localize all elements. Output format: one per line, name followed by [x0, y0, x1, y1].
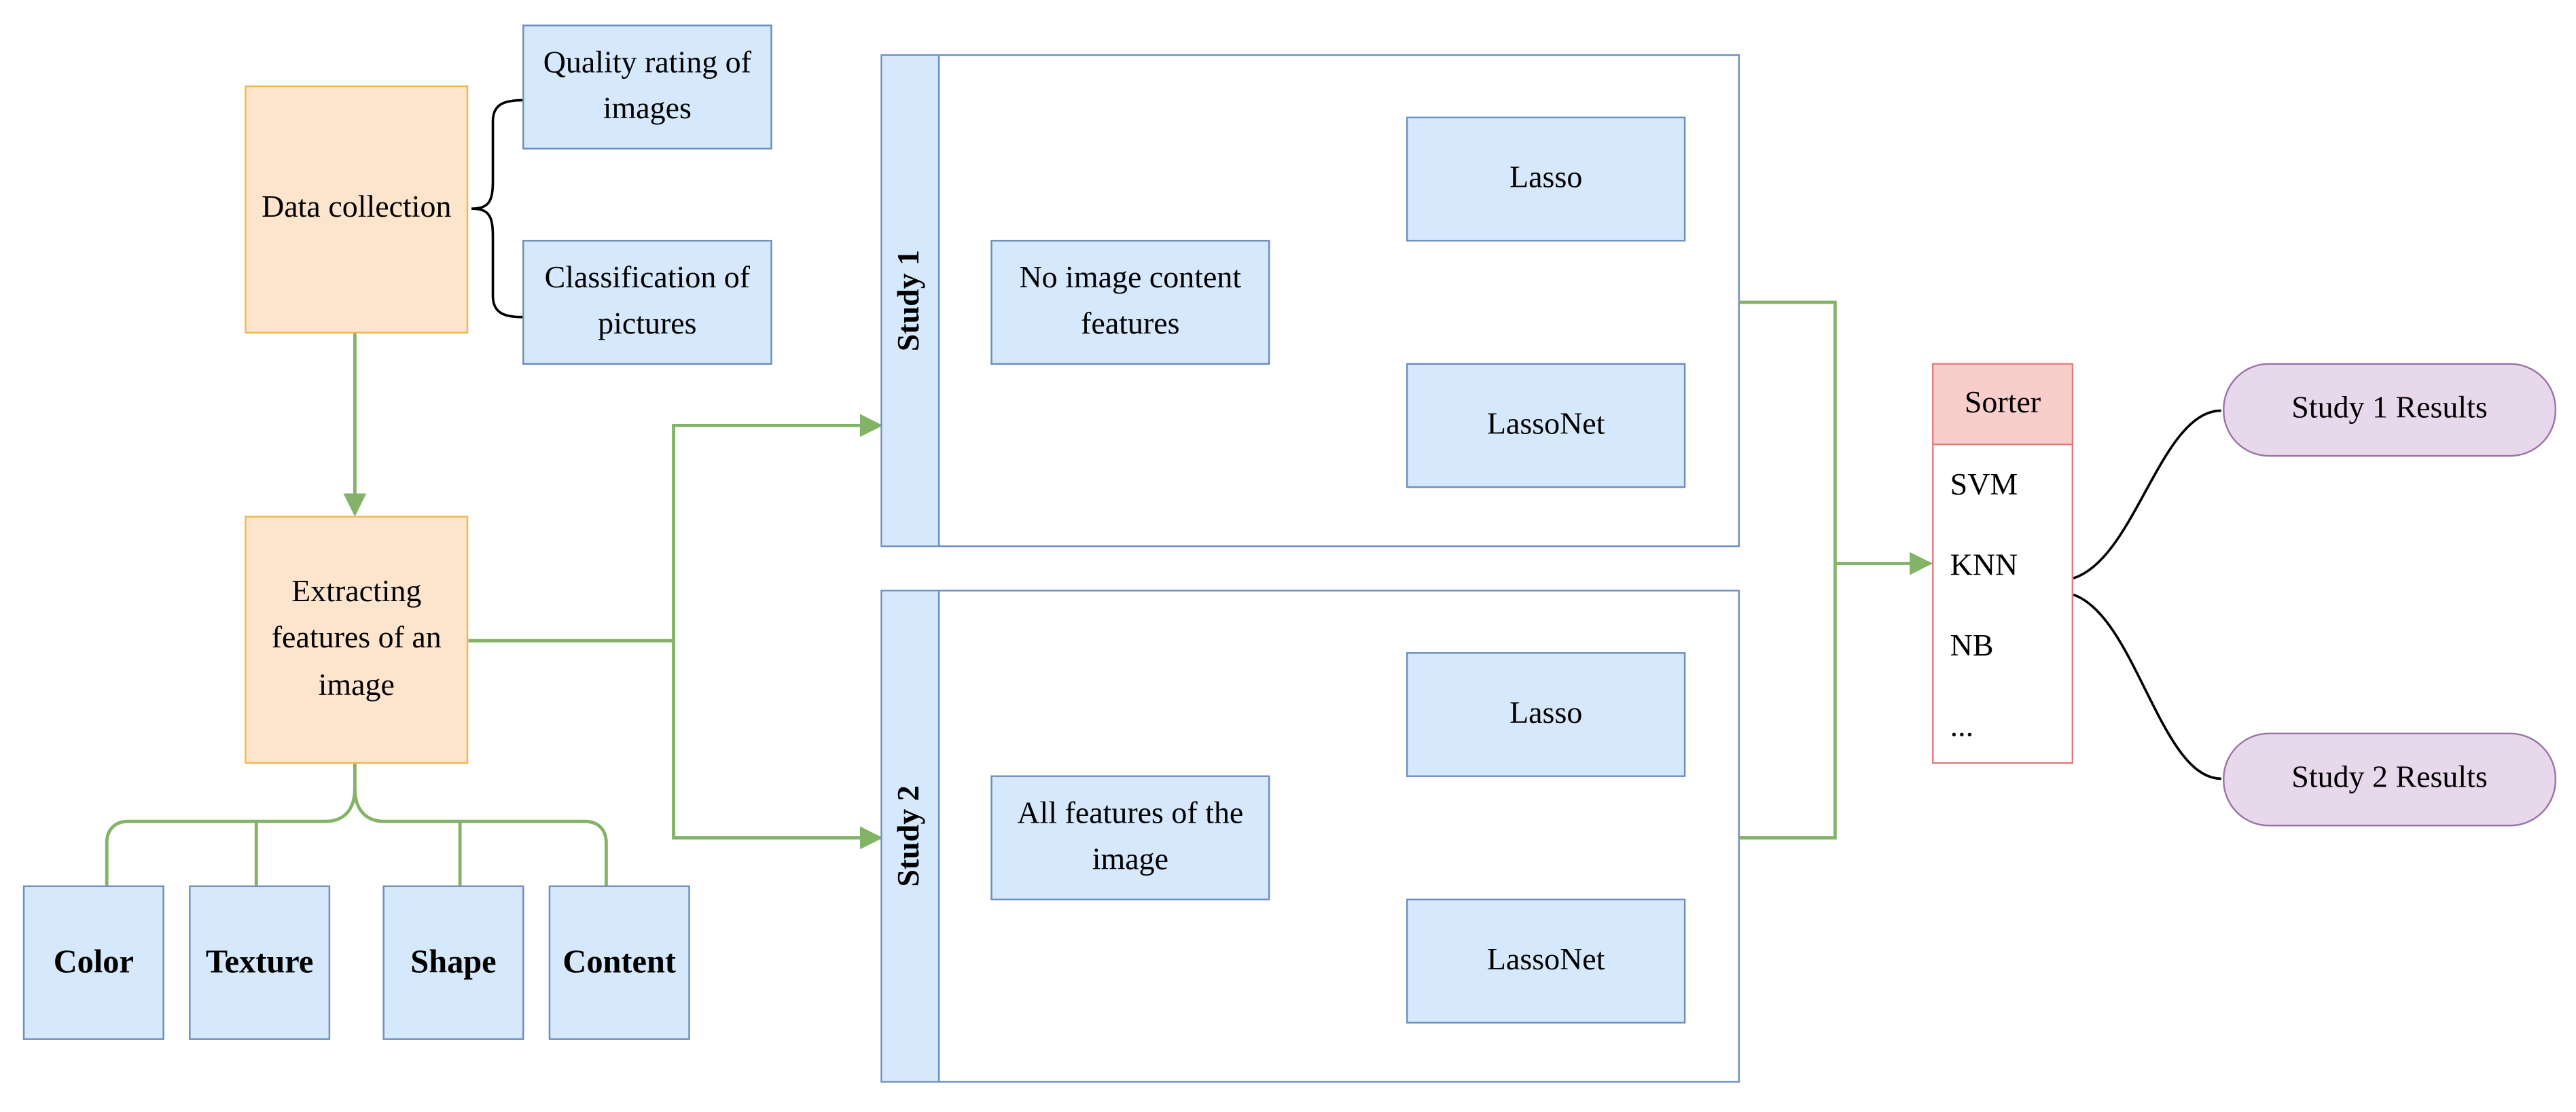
classification-label: Classification of pictures — [544, 260, 751, 342]
sorter-header: Sorter — [1933, 364, 2072, 446]
study1-lasso-box: Lasso — [1406, 116, 1686, 242]
sorter-item-nb: NB — [1950, 629, 1994, 664]
study1-title-bar: Study 1 — [882, 56, 940, 545]
study2-title-bar: Study 2 — [882, 591, 940, 1081]
arrow-to-study1 — [672, 414, 883, 641]
feature-branch — [353, 788, 608, 887]
study1-to-sorter — [1740, 300, 1837, 564]
shape-box: Shape — [382, 885, 524, 1040]
texture-box: Texture — [189, 885, 331, 1040]
sorter-title: Sorter — [1964, 386, 2041, 421]
study1-lassonet-label: LassoNet — [1486, 407, 1605, 442]
color-label: Color — [53, 944, 134, 981]
study1-results-pill: Study 1 Results — [2223, 363, 2557, 457]
brace-connector — [471, 98, 523, 210]
brace-connector — [471, 207, 523, 319]
sorter-to-result2 — [2073, 593, 2221, 781]
extracting-features-box: Extracting features of an image — [245, 516, 469, 764]
study2-input-box: All features of the image — [990, 775, 1270, 901]
study2-title: Study 2 — [892, 785, 927, 887]
content-box: Content — [548, 885, 690, 1040]
extracting-features-label: Extracting features of an image — [271, 574, 442, 703]
study2-lasso-label: Lasso — [1509, 696, 1583, 731]
classification-box: Classification of pictures — [522, 240, 772, 365]
study1-lassonet-box: LassoNet — [1406, 363, 1686, 488]
texture-label: Texture — [205, 944, 314, 981]
feature-branch — [105, 764, 357, 887]
quality-rating-label: Quality rating of images — [543, 45, 751, 127]
sorter-list: SVM KNN NB ... — [1933, 445, 2071, 767]
study2-input-label: All features of the image — [1017, 795, 1244, 878]
study1-input-box: No image content features — [990, 240, 1270, 365]
sorter-item-more: ... — [1950, 709, 1974, 745]
study2-results-pill: Study 2 Results — [2223, 732, 2557, 827]
study2-to-sorter — [1740, 563, 1837, 840]
study1-lasso-label: Lasso — [1509, 160, 1583, 196]
data-collection-label: Data collection — [262, 191, 452, 226]
study2-results-label: Study 2 Results — [2291, 761, 2488, 796]
sorter-box: Sorter SVM KNN NB ... — [1932, 363, 2074, 767]
study2-lasso-box: Lasso — [1406, 652, 1686, 777]
arrow-to-study2 — [672, 641, 883, 850]
study2-lassonet-label: LassoNet — [1486, 942, 1605, 978]
content-label: Content — [562, 944, 677, 981]
sorter-item-knn: KNN — [1950, 548, 2018, 584]
data-collection-box: Data collection — [245, 85, 469, 334]
study1-results-label: Study 1 Results — [2291, 391, 2488, 426]
study2-lassonet-box: LassoNet — [1406, 898, 1686, 1024]
study1-title: Study 1 — [892, 249, 927, 352]
sorter-item-svm: SVM — [1950, 468, 2018, 503]
sorter-to-result1 — [2073, 409, 2221, 580]
color-box: Color — [22, 885, 164, 1040]
study1-input-label: No image content features — [1019, 260, 1242, 342]
quality-rating-box: Quality rating of images — [522, 24, 772, 150]
shape-label: Shape — [410, 944, 497, 981]
